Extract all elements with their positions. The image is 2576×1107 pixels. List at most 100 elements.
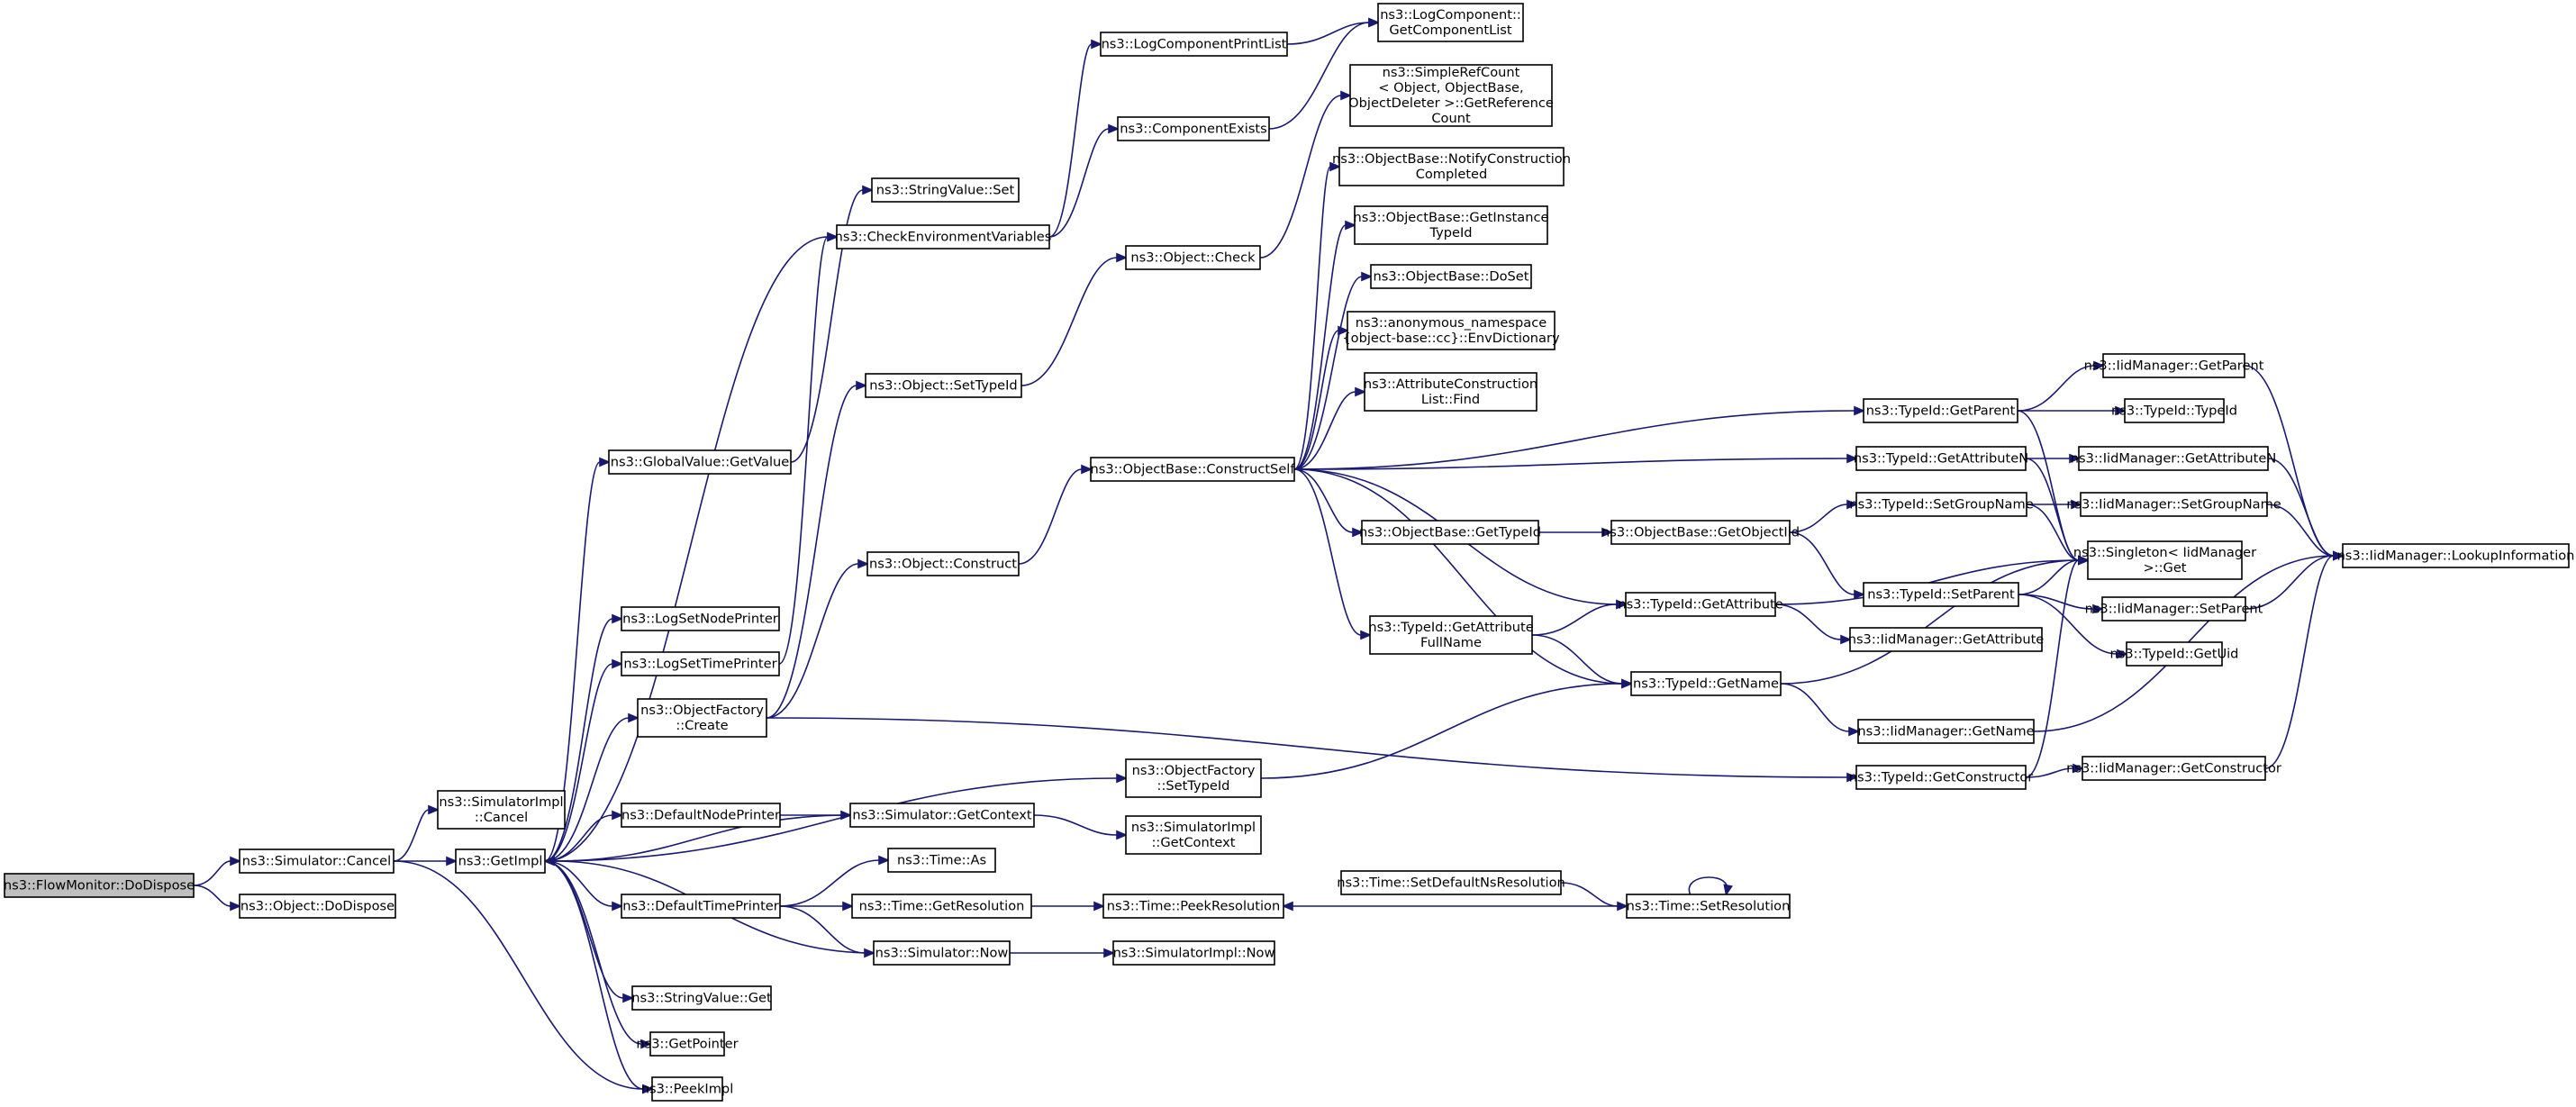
node-logcomp-getcomplist[interactable]: ns3::LogComponent::GetComponentList: [1377, 3, 1524, 42]
edge-getimpl-to-logsetnodeprinter: [544, 613, 624, 862]
node-time-setdefaultns[interactable]: ns3::Time::SetDefaultNsResolution: [1337, 870, 1565, 895]
node-label: ns3::Simulator::Cancel: [242, 854, 391, 869]
node-obj-construct[interactable]: ns3::Object::Construct: [866, 551, 1020, 576]
node-typeid-setgroupname[interactable]: ns3::TypeId::SetGroupName: [1849, 492, 2034, 517]
node-typeid-getuid[interactable]: ns3::TypeId::GetUid: [2110, 641, 2239, 667]
node-flowmon-dodispose[interactable]: ns3::FlowMonitor::DoDispose: [4, 873, 195, 898]
node-objfactory-settypeid[interactable]: ns3::ObjectFactory::SetTypeId: [1125, 758, 1262, 798]
node-box: [2080, 492, 2268, 517]
node-box: [2101, 596, 2246, 622]
edge-line: [193, 885, 231, 907]
node-label: Completed: [1416, 167, 1488, 182]
edge-line: [2026, 504, 2080, 561]
node-objbase-constructself[interactable]: ns3::ObjectBase::ConstructSelf: [1090, 457, 1296, 482]
node-getpointer[interactable]: ns3::GetPointer: [636, 1031, 739, 1057]
node-typeid-typeid[interactable]: ns3::TypeId::TypeId: [2111, 398, 2237, 423]
node-typeid-getname[interactable]: ns3::TypeId::GetName: [1630, 671, 1782, 696]
node-iid-getconstructor[interactable]: ns3::IidManager::GetConstructor: [2066, 756, 2281, 781]
edge-objbase-constructself-to-typeid-getname: [1293, 468, 1634, 689]
arrowhead-icon: [2073, 763, 2085, 774]
arrowhead-icon: [622, 993, 635, 1003]
node-sim-getcontext[interactable]: ns3::Simulator::GetContext: [849, 803, 1035, 828]
node-componentexists[interactable]: ns3::ComponentExists: [1117, 116, 1270, 141]
arrowhead-icon: [842, 901, 855, 912]
node-iid-getname[interactable]: ns3::IidManager::GetName: [1857, 719, 2035, 744]
node-typeid-getconstructor[interactable]: ns3::TypeId::GetConstructor: [1849, 765, 2034, 790]
node-label: ns3::ObjectBase::GetObjectIid: [1601, 525, 1800, 540]
node-simimpl-now[interactable]: ns3::SimulatorImpl::Now: [1112, 940, 1275, 966]
node-objbase-notifyconstr[interactable]: ns3::ObjectBase::NotifyConstructionCompl…: [1332, 147, 1571, 186]
node-iid-setparent[interactable]: ns3::IidManager::SetParent: [2085, 596, 2263, 622]
node-iid-getparent[interactable]: ns3::IidManager::GetParent: [2084, 353, 2264, 378]
node-checkenv[interactable]: ns3::CheckEnvironmentVariables: [835, 224, 1052, 250]
node-box: [2082, 756, 2266, 781]
edge-line: [779, 905, 866, 954]
node-simimpl-getcontext[interactable]: ns3::SimulatorImpl::GetContext: [1125, 815, 1262, 855]
node-typeid-getparent[interactable]: ns3::TypeId::GetParent: [1863, 398, 2018, 423]
node-stringvalue-set[interactable]: ns3::StringValue::Set: [871, 177, 1020, 203]
node-stringvalue-get[interactable]: ns3::StringValue::Get: [631, 985, 772, 1011]
node-label: ns3::ObjectBase::DoSet: [1373, 269, 1528, 285]
node-typeid-getattributen[interactable]: ns3::TypeId::GetAttributeN: [1854, 446, 2028, 471]
node-peekimpl[interactable]: ns3::PeekImpl: [641, 1076, 734, 1102]
node-anon-envdict[interactable]: ns3::anonymous_namespace{object-base::cc…: [1342, 311, 1560, 350]
node-simplerefcount[interactable]: ns3::SimpleRefCount< Object, ObjectBase,…: [1348, 64, 1554, 127]
edge-time-setresolution-to-time-peekresolution: [1281, 901, 1627, 912]
node-sim-cancel[interactable]: ns3::Simulator::Cancel: [239, 848, 395, 874]
node-sim-now[interactable]: ns3::Simulator::Now: [873, 940, 1011, 966]
node-label: ns3::Time::GetResolution: [859, 899, 1025, 914]
node-time-peekresolution[interactable]: ns3::Time::PeekResolution: [1102, 894, 1284, 919]
node-defaultnodeprinter[interactable]: ns3::DefaultNodePrinter: [621, 803, 781, 828]
node-objfactory-create[interactable]: ns3::ObjectFactory::Create: [637, 698, 767, 738]
node-box: [1626, 894, 1791, 919]
node-iid-getattributen[interactable]: ns3::IidManager::GetAttributeN: [2071, 446, 2277, 471]
edge-line: [1293, 468, 1354, 533]
node-singleton-get[interactable]: ns3::Singleton< IidManager>::Get: [2073, 540, 2256, 580]
node-time-getresolution[interactable]: ns3::Time::GetResolution: [851, 894, 1032, 919]
node-logsettimeprinter[interactable]: ns3::LogSetTimePrinter: [621, 651, 780, 676]
node-objbase-getobjectiid[interactable]: ns3::ObjectBase::GetObjectIid: [1601, 520, 1800, 545]
node-iid-lookupinfo[interactable]: ns3::IidManager::LookupInformation: [2337, 543, 2575, 568]
node-objbase-doset[interactable]: ns3::ObjectBase::DoSet: [1370, 264, 1532, 289]
node-obj-settypeid[interactable]: ns3::Object::SetTypeId: [865, 373, 1022, 398]
node-box: [1364, 372, 1537, 412]
node-label: ns3::GetPointer: [636, 1037, 738, 1052]
arrowhead-icon: [612, 901, 624, 912]
node-gv-getvalue[interactable]: ns3::GlobalValue::GetValue: [608, 449, 792, 475]
node-obj-dodispose[interactable]: ns3::Object::DoDispose: [239, 894, 396, 919]
node-label: >::Get: [2143, 560, 2186, 576]
edge-line: [779, 859, 880, 907]
arrowhead-icon: [542, 856, 555, 867]
node-defaulttimeprinter[interactable]: ns3::DefaultTimePrinter: [621, 894, 781, 919]
node-label: ns3::Object::SetTypeId: [869, 378, 1017, 394]
node-typeid-setparent[interactable]: ns3::TypeId::SetParent: [1863, 582, 2019, 607]
edge-componentexists-to-logcomp-getcomplist: [1268, 17, 1381, 130]
arrowhead-icon: [612, 658, 624, 669]
edge-getimpl-to-logsettimeprinter: [544, 658, 624, 862]
arrowhead-icon: [1601, 527, 1614, 538]
node-time-as[interactable]: ns3::Time::As: [887, 848, 996, 873]
node-iid-setgroupname[interactable]: ns3::IidManager::SetGroupName: [2066, 492, 2281, 517]
edge-objfactory-create-to-typeid-getconstructor: [766, 717, 1859, 783]
node-logcompprintlist[interactable]: ns3::LogComponentPrintList: [1100, 32, 1288, 57]
node-obj-check[interactable]: ns3::Object::Check: [1125, 245, 1261, 270]
node-typeid-getattribute[interactable]: ns3::TypeId::GetAttribute: [1618, 592, 1783, 617]
edge-objfactory-settypeid-to-typeid-getname: [1260, 678, 1634, 779]
node-box: [873, 940, 1011, 966]
arrowhead-icon: [1846, 453, 1859, 464]
node-getimpl[interactable]: ns3::GetImpl: [455, 848, 546, 874]
edge-line: [193, 860, 231, 886]
arrowhead-icon: [856, 380, 868, 391]
node-logsetnodeprinter[interactable]: ns3::LogSetNodePrinter: [621, 606, 780, 631]
node-box: [621, 651, 780, 676]
edge-obj-check-to-simplerefcount: [1259, 90, 1353, 259]
node-simimpl-cancel[interactable]: ns3::SimulatorImpl::Cancel: [437, 790, 566, 830]
node-objbase-gettypeid[interactable]: ns3::ObjectBase::GetTypeId: [1359, 520, 1541, 545]
edge-defaulttimeprinter-to-time-as: [779, 855, 891, 907]
node-time-setresolution[interactable]: ns3::Time::SetResolution: [1626, 894, 1791, 919]
node-label: ns3::anonymous_namespace: [1356, 315, 1547, 331]
node-iid-getattribute[interactable]: ns3::IidManager::GetAttribute: [1848, 627, 2045, 652]
